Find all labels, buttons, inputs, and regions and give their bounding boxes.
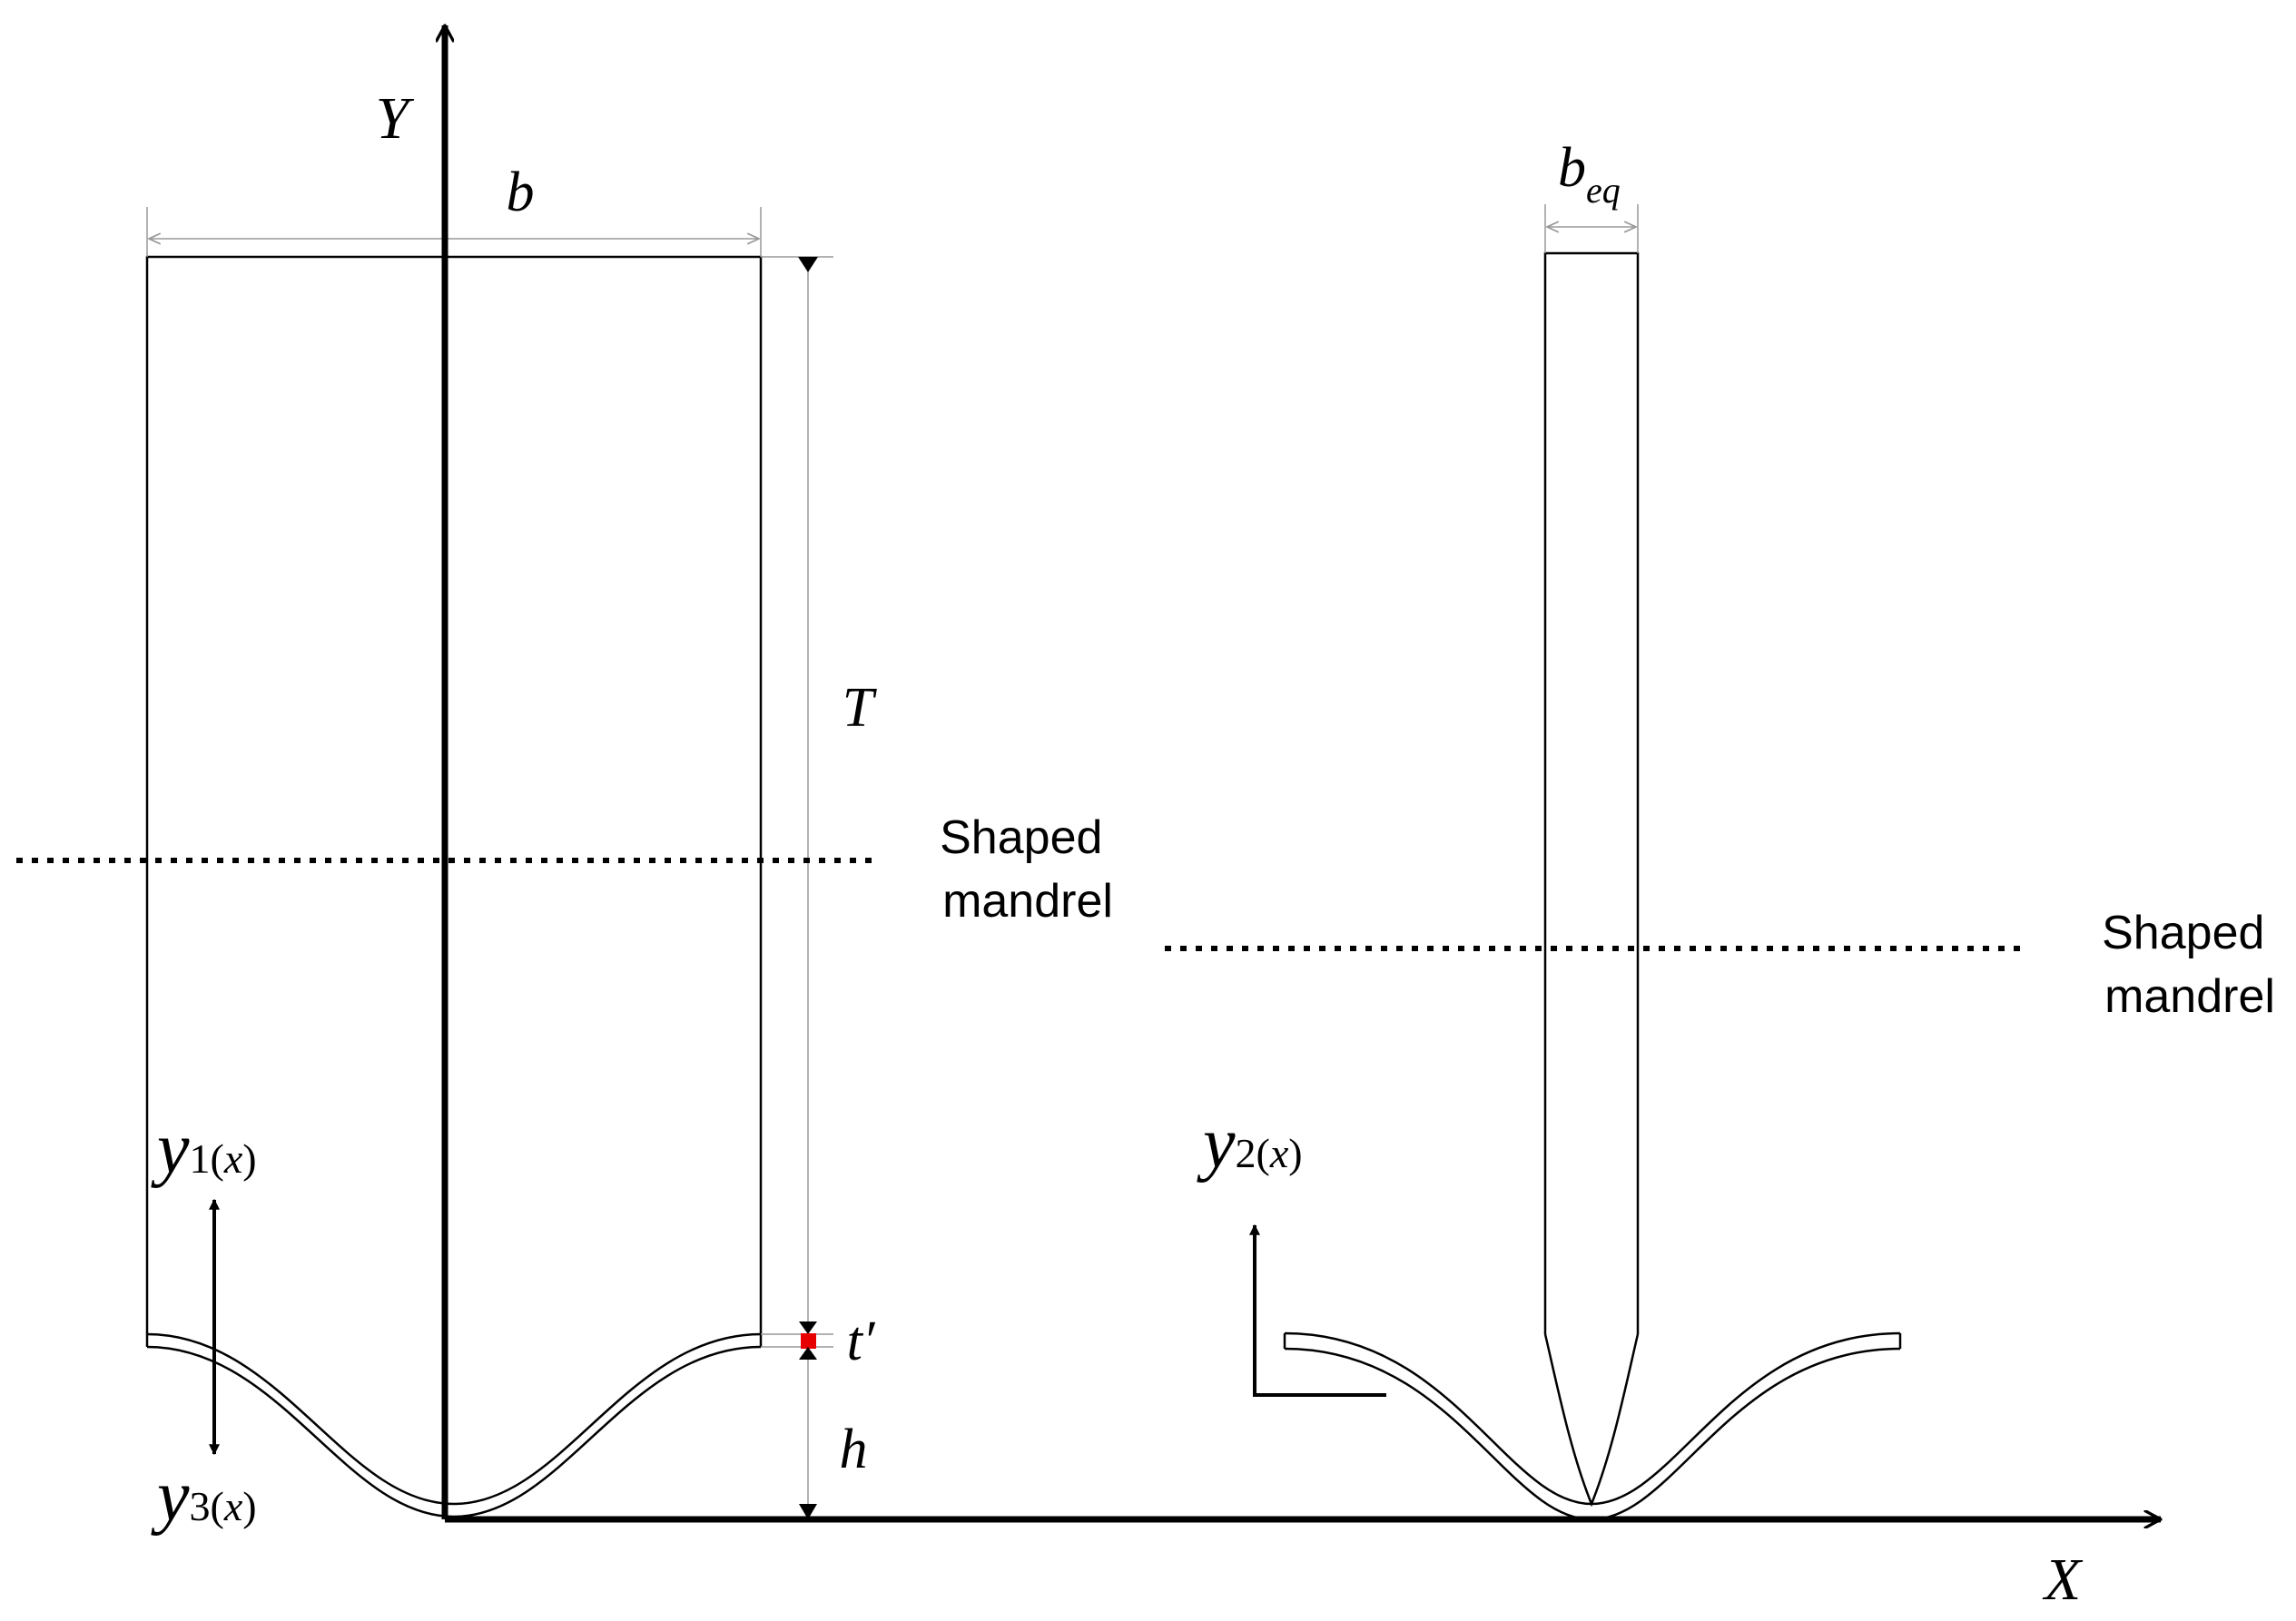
depth-label: h [840,1419,868,1480]
y2-label: y2(x) [1197,1104,1303,1184]
left-mandrel-label: Shaped mandrel [940,811,1116,928]
right-mandrel-label: Shaped mandrel [2102,907,2278,1023]
left-preform [145,255,763,1518]
right-preform [1283,251,1902,1521]
preform-curved-bottom-upper [146,1332,762,1506]
y1-label: y1(x) [151,1109,257,1189]
narrow-preform-outline [1543,251,1640,1334]
width-label: b [507,162,535,223]
height-dimension: T t′ h [761,256,878,1519]
width-dimension: b [146,162,762,257]
beq-label: beq [1558,137,1621,211]
y2-indicator: y2(x) [1197,1104,1386,1397]
narrow-preform-tip [1543,1333,1640,1508]
thickness-label: t′ [847,1311,876,1372]
sheet-lower [1284,1347,1901,1521]
y-axis-label: Y [376,85,415,152]
sheet-upper [1284,1331,1901,1506]
y1-y3-indicator: y1(x) y3(x) [151,1109,257,1537]
coordinate-axes: Y X [376,25,2161,1613]
beq-dimension: beq [1544,137,1639,253]
thickness-marker [801,1333,816,1349]
preform-outline [145,255,763,1334]
y3-label: y3(x) [151,1457,257,1537]
height-label: T [843,677,878,739]
x-axis-label: X [2042,1547,2084,1613]
